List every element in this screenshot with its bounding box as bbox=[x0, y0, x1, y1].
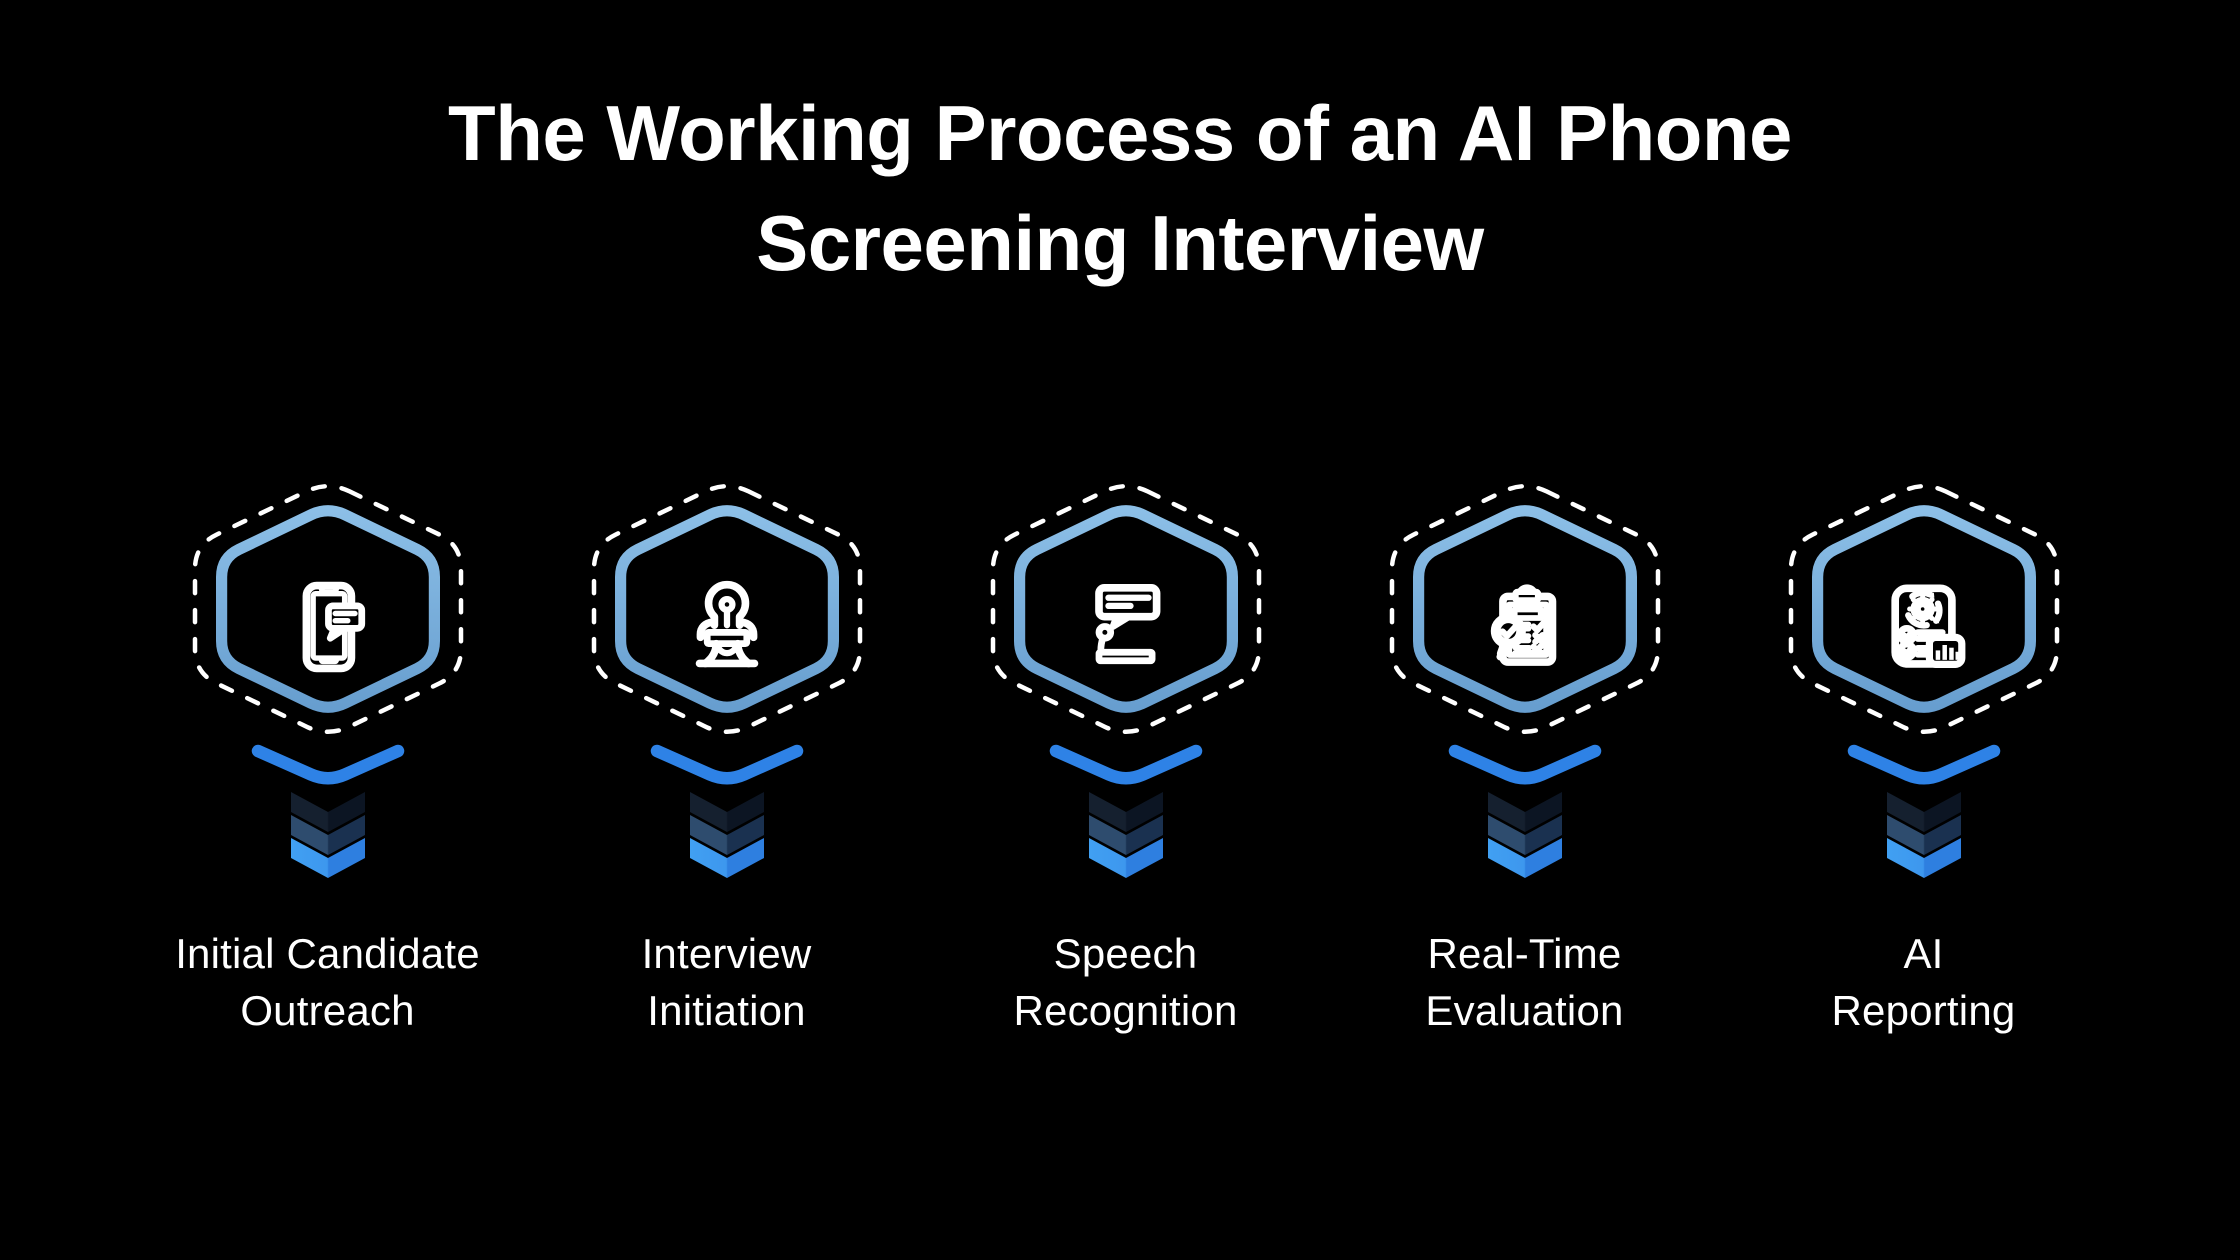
page-title: The Working Process of an AI Phone Scree… bbox=[0, 78, 2240, 298]
clipboard-checklist-icon bbox=[1490, 584, 1556, 666]
ai-interviewer-icon bbox=[695, 580, 758, 668]
step-label-line1: Speech bbox=[1053, 930, 1198, 977]
hexagon-inner bbox=[614, 505, 839, 713]
hexagon-dashed-outline bbox=[192, 483, 463, 735]
hexagon-badge bbox=[178, 459, 478, 819]
step-interview-initiation: Interview Initiation bbox=[527, 459, 926, 1039]
step-label-line2: Outreach bbox=[240, 987, 415, 1034]
swoosh-accent bbox=[1049, 744, 1202, 785]
step-label-line2: Evaluation bbox=[1425, 987, 1624, 1034]
step-label: Interview Initiation bbox=[642, 925, 812, 1039]
phone-chat-icon bbox=[302, 581, 365, 673]
step-label: Speech Recognition bbox=[1013, 925, 1237, 1039]
swoosh-accent bbox=[1448, 744, 1601, 785]
step-label: AI Reporting bbox=[1832, 925, 2016, 1039]
chevron-down-icon bbox=[1886, 792, 1961, 878]
step-label-line1: Real-Time bbox=[1427, 930, 1622, 977]
step-initial-candidate-outreach: Initial Candidate Outreach bbox=[128, 459, 527, 1039]
step-speech-recognition: Speech Recognition bbox=[926, 459, 1325, 1039]
hexagon-dashed-outline bbox=[1788, 483, 2059, 735]
step-label-line1: Initial Candidate bbox=[175, 930, 480, 977]
hexagon-frame bbox=[591, 483, 862, 785]
step-real-time-evaluation: Real-Time Evaluation bbox=[1325, 459, 1724, 1039]
hexagon-inner bbox=[1811, 505, 2036, 713]
hexagon-dashed-outline bbox=[990, 483, 1261, 735]
steps-row: Initial Candidate Outreach bbox=[11, 459, 2240, 1039]
swoosh-accent bbox=[251, 744, 404, 785]
hexagon-badge bbox=[577, 459, 877, 819]
report-chart-icon bbox=[1890, 584, 1965, 668]
hexagon-inner bbox=[1412, 505, 1637, 713]
speech-bubble-mic-icon bbox=[1094, 584, 1160, 665]
step-label-line1: AI bbox=[1903, 930, 1944, 977]
swoosh-accent bbox=[650, 744, 803, 785]
hexagon-badge bbox=[1375, 459, 1675, 819]
hexagon-frame bbox=[1389, 483, 1660, 785]
step-label-line2: Initiation bbox=[647, 987, 806, 1034]
chevron-down-icon bbox=[1487, 792, 1562, 878]
swoosh-accent bbox=[1847, 744, 2000, 785]
chevron-down-icon bbox=[1088, 792, 1163, 878]
hexagon-inner bbox=[1013, 505, 1238, 713]
step-label: Real-Time Evaluation bbox=[1425, 925, 1623, 1039]
step-label-line1: Interview bbox=[641, 930, 812, 977]
hexagon-badge bbox=[1774, 459, 2074, 819]
hexagon-dashed-outline bbox=[1389, 483, 1660, 735]
page-title-line1: The Working Process of an AI Phone bbox=[448, 89, 1792, 177]
chevron-down-icon bbox=[689, 792, 764, 878]
hexagon-dashed-outline bbox=[591, 483, 862, 735]
step-label-line2: Recognition bbox=[1013, 987, 1238, 1034]
step-label: Initial Candidate Outreach bbox=[175, 925, 480, 1039]
hexagon-frame bbox=[1788, 483, 2059, 785]
hexagon-frame bbox=[990, 483, 1261, 785]
hexagon-inner bbox=[215, 505, 440, 713]
step-label-line2: Reporting bbox=[1831, 987, 2016, 1034]
step-ai-reporting: AI Reporting bbox=[1724, 459, 2123, 1039]
chevron-down-icon bbox=[290, 792, 365, 878]
hexagon-frame bbox=[192, 483, 463, 785]
hexagon-badge bbox=[976, 459, 1276, 819]
page-title-line2: Screening Interview bbox=[756, 199, 1484, 287]
